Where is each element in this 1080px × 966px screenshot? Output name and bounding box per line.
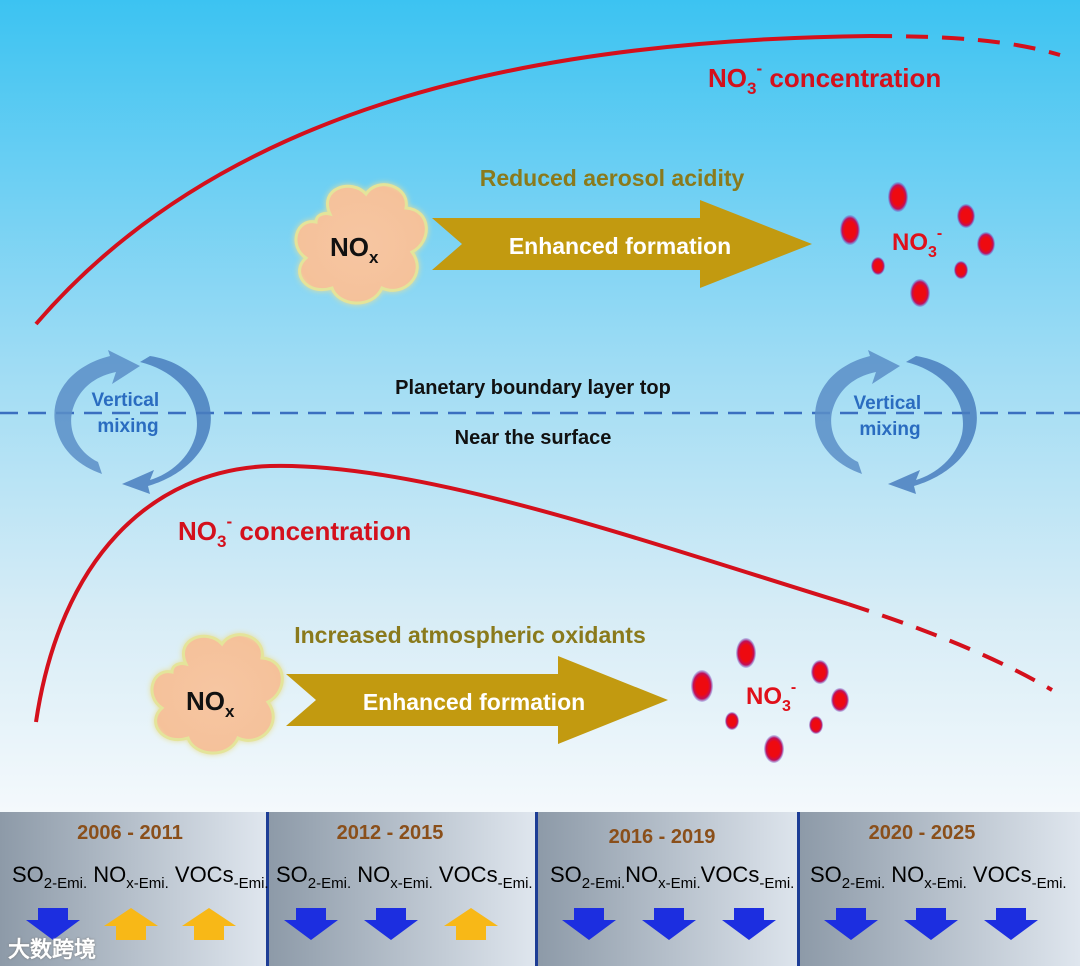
upper-formation-label: Enhanced formation (509, 233, 731, 259)
lower-nitrate-particles (691, 638, 849, 763)
lower-nox-label: NOx (186, 686, 235, 721)
watermark: 大数跨境 (8, 937, 97, 962)
nox-trend-down-arrow (904, 908, 958, 940)
so2-trend-down-arrow (824, 908, 878, 940)
right-vertical-mixing-arrows (814, 350, 977, 494)
upper-nox-cloud (294, 183, 428, 305)
lower-particle (811, 660, 829, 684)
voc-trend-down-arrow (722, 908, 776, 940)
upper-particle (977, 232, 995, 256)
voc-trend-up-arrow (444, 908, 498, 940)
lower-nox-cloud (150, 633, 284, 755)
period-label: 2016 - 2019 (608, 826, 716, 848)
emission-header: SO2-Emi. NOx-Emi. VOCs-Emi. (810, 862, 1067, 892)
period-panel-3 (538, 812, 804, 966)
voc-trend-up-arrow (182, 908, 236, 940)
nox-trend-down-arrow (642, 908, 696, 940)
upper-formation-arrow (432, 200, 812, 288)
lower-concentration-curve-projection (847, 602, 1053, 692)
upper-particle (954, 261, 968, 279)
boundary-top-label: Planetary boundary layer top (395, 377, 671, 399)
lower-particle (831, 688, 849, 712)
upper-particle (840, 215, 860, 245)
right-mixing-label: Vertical mixing (854, 393, 927, 440)
lower-particle (725, 712, 739, 730)
lower-particle (764, 735, 784, 763)
so2-trend-down-arrow (284, 908, 338, 940)
lower-particle (809, 716, 823, 734)
panel-divider (797, 812, 800, 966)
period-label: 2020 - 2025 (868, 822, 976, 844)
period-panel-1 (0, 812, 266, 966)
upper-particle (957, 204, 975, 228)
emission-header: SO2-Emi. NOx-Emi. VOCs-Emi. (12, 862, 269, 892)
so2-trend-down-arrow (562, 908, 616, 940)
nox-trend-up-arrow (104, 908, 158, 940)
panel-divider (266, 812, 269, 966)
lower-particle (736, 638, 756, 668)
period-label: 2006 - 2011 (77, 822, 183, 844)
period-label: 2012 - 2015 (336, 822, 444, 844)
period-panel-2 (269, 812, 535, 966)
left-vertical-mixing-arrows (54, 350, 211, 494)
emission-header: SO2-Emi.NOx-Emi.VOCs-Emi. (550, 862, 795, 892)
upper-particle (910, 279, 930, 307)
upper-nitrate-label: NO3- (892, 225, 942, 261)
emission-header: SO2-Emi. NOx-Emi. VOCs-Emi. (276, 862, 533, 892)
upper-particle (871, 257, 885, 275)
panel-divider (535, 812, 538, 966)
voc-trend-down-arrow (984, 908, 1038, 940)
upper-curve-label: NO3- concentration (708, 59, 941, 98)
lower-concentration-curve (34, 463, 849, 723)
boundary-bottom-label: Near the surface (455, 427, 612, 449)
lower-process-label: Increased atmospheric oxidants (294, 622, 646, 648)
lower-formation-label: Enhanced formation (363, 689, 585, 715)
period-panel-4 (800, 812, 1080, 966)
upper-nox-label: NOx (330, 232, 379, 267)
upper-process-label: Reduced aerosol acidity (480, 165, 745, 191)
lower-curve-label: NO3- concentration (178, 512, 411, 551)
lower-nitrate-label: NO3- (746, 679, 796, 715)
lower-particle (691, 670, 713, 702)
upper-nitrate-particles (840, 182, 995, 307)
upper-particle (888, 182, 908, 212)
so2-trend-down-arrow (26, 908, 80, 940)
left-mixing-label: Vertical mixing (92, 390, 165, 437)
lower-formation-arrow (286, 656, 668, 744)
nox-trend-down-arrow (364, 908, 418, 940)
upper-concentration-curve (34, 34, 871, 326)
